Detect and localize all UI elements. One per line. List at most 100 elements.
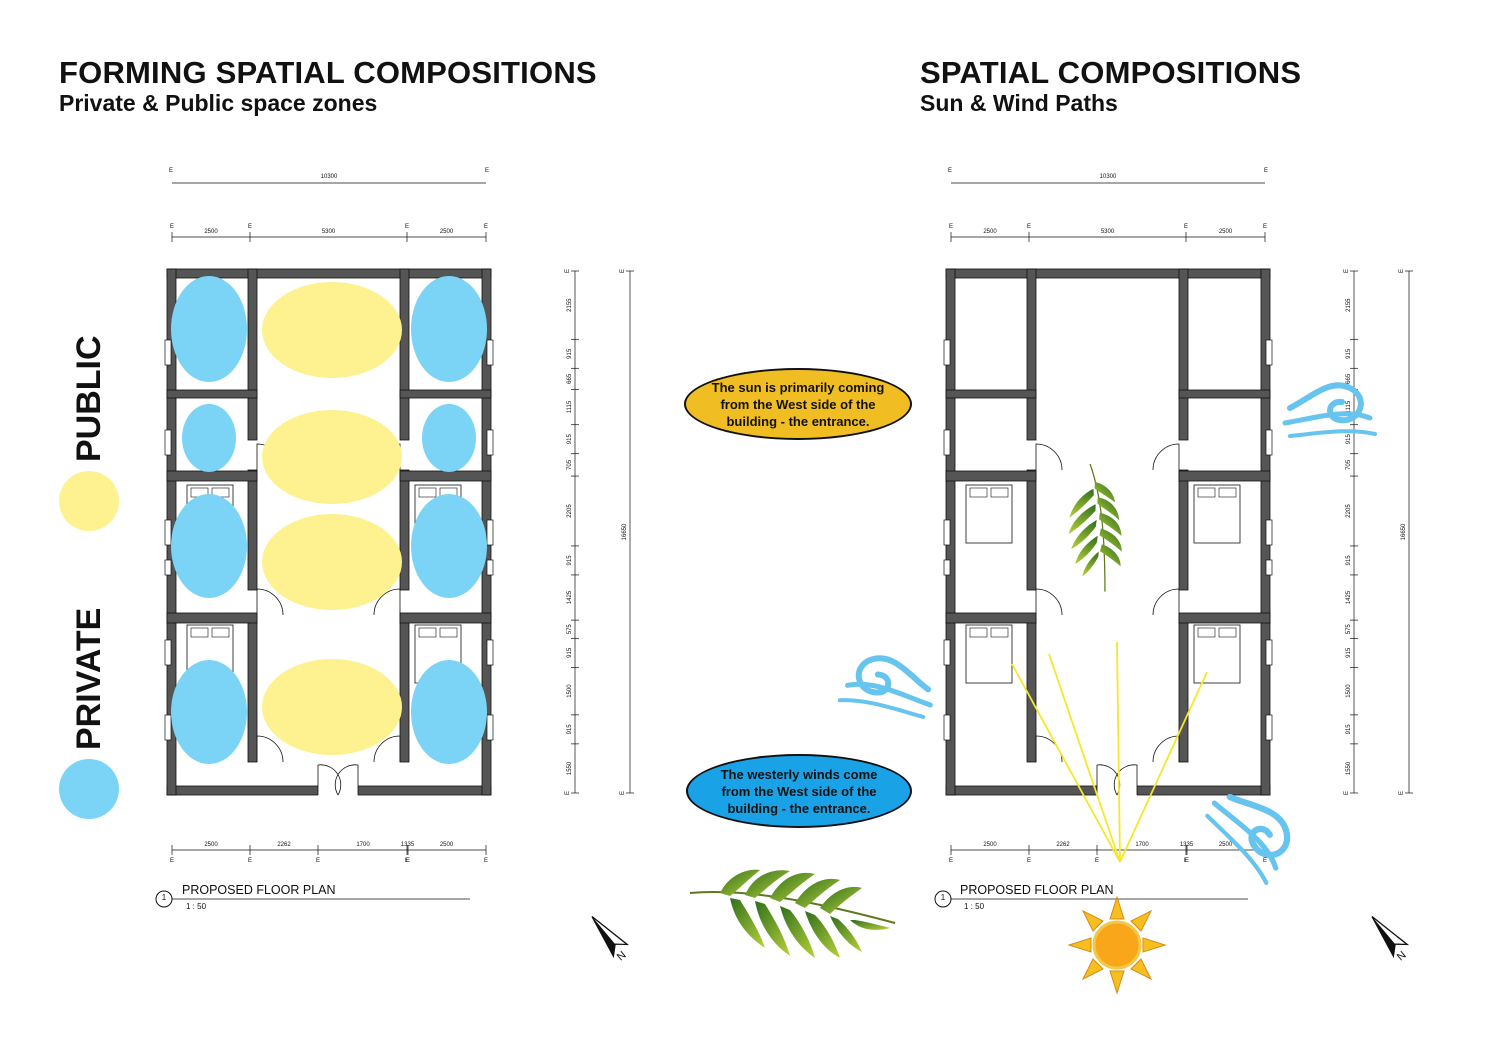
dim-bottom-segment: 2262 [277, 842, 291, 848]
wall [1026, 469, 1037, 591]
pillow [1197, 627, 1216, 638]
dim-bottom-segment: 2500 [204, 842, 218, 848]
private-zone [411, 660, 487, 764]
window [1265, 639, 1273, 666]
dim-end: E [949, 224, 953, 230]
dim-bottom-segment: 1335 [401, 842, 415, 848]
private-zone [171, 494, 247, 598]
wall [1178, 268, 1189, 441]
left-plan-number: 1 [161, 893, 167, 902]
dim-side-segment: 915 [1346, 724, 1352, 735]
dim-end: E [316, 858, 320, 864]
wall [1178, 389, 1271, 399]
dim-end: E [620, 269, 626, 273]
window [486, 559, 494, 576]
dim-end: E [1399, 269, 1405, 273]
north-label-right: N [1395, 949, 1409, 963]
private-zone [171, 276, 247, 382]
pillow [439, 627, 458, 638]
public-zone [262, 282, 402, 378]
sun-ray-lines [1011, 641, 1208, 863]
palm-leaf-icon [689, 869, 896, 958]
sun-callout: The sun is primarily coming from the Wes… [684, 368, 912, 440]
public-zone [262, 514, 402, 610]
window [486, 519, 494, 546]
window [1265, 519, 1273, 546]
window [486, 429, 494, 456]
wind-swirl-icon [1204, 778, 1306, 885]
dim-top-segment: 2500 [1219, 229, 1233, 235]
dim-overall-height: 16650 [622, 523, 628, 540]
dim-end: E [1263, 858, 1267, 864]
dim-side-segment: 1550 [567, 761, 573, 775]
wall [1026, 268, 1037, 441]
entrance-gap [1097, 785, 1137, 796]
right-subtitle: Sun & Wind Paths [920, 90, 1118, 116]
dim-side-segment: 575 [1346, 624, 1352, 635]
dim-end: E [170, 858, 174, 864]
door-swing [256, 588, 284, 616]
window [1265, 339, 1273, 366]
dim-side-segment: 2205 [567, 504, 573, 518]
private-zone [422, 404, 476, 472]
door-swing [1035, 588, 1063, 616]
dim-end: E [1264, 168, 1268, 174]
sun-callout-text: The sun is primarily coming from the Wes… [711, 379, 885, 429]
dim-side-segment: 915 [567, 724, 573, 735]
dim-side-segment: 1425 [1346, 590, 1352, 604]
dim-top-segment: 2500 [204, 229, 218, 235]
window [164, 519, 172, 546]
window [164, 639, 172, 666]
window [486, 639, 494, 666]
legend-private-swatch [59, 759, 119, 819]
public-zone [262, 659, 402, 755]
left-plan-scale: 1 : 50 [186, 902, 207, 911]
dim-overall-height: 16650 [1401, 523, 1407, 540]
right-plan-caption: PROPOSED FLOOR PLAN [960, 883, 1114, 897]
window [164, 714, 172, 741]
wall [399, 469, 410, 591]
door-swing [1035, 735, 1063, 763]
private-zone [411, 276, 487, 382]
window [1265, 714, 1273, 741]
dim-side-segment: 705 [567, 459, 573, 470]
private-zone [411, 494, 487, 598]
pillow [990, 487, 1009, 498]
left-subtitle: Private & Public space zones [59, 90, 378, 116]
pillow [418, 487, 437, 498]
window [486, 339, 494, 366]
window [943, 714, 951, 741]
dim-end: E [1344, 791, 1350, 795]
wall [945, 612, 1037, 624]
north-arrow-icon [591, 916, 630, 959]
dim-overall-width: 10300 [1100, 174, 1117, 180]
dim-side-segment: 915 [567, 434, 573, 445]
pillow [1218, 627, 1237, 638]
dim-end: E [248, 858, 252, 864]
door-swing [373, 735, 401, 763]
dim-end: E [484, 858, 488, 864]
window [943, 339, 951, 366]
right-plan-number: 1 [940, 893, 946, 902]
entrance-gap [318, 785, 358, 796]
wind-callout: The westerly winds come from the West si… [686, 754, 912, 828]
dim-bottom-segment: 2500 [1219, 842, 1233, 848]
dim-end: E [248, 224, 252, 230]
door-swing [1035, 443, 1063, 471]
dim-end: E [484, 224, 488, 230]
dim-side-segment: 665 [567, 373, 573, 384]
dim-end: E [405, 858, 409, 864]
dim-side-segment: 665 [1346, 373, 1352, 384]
wall [945, 470, 1037, 482]
entrance-door [317, 764, 359, 796]
window [943, 559, 951, 576]
dim-end: E [405, 224, 409, 230]
wind-swirl-icon [1285, 385, 1375, 436]
dim-end: E [169, 168, 173, 174]
plan-walls [943, 268, 1273, 796]
dim-side-segment: 915 [1346, 434, 1352, 445]
